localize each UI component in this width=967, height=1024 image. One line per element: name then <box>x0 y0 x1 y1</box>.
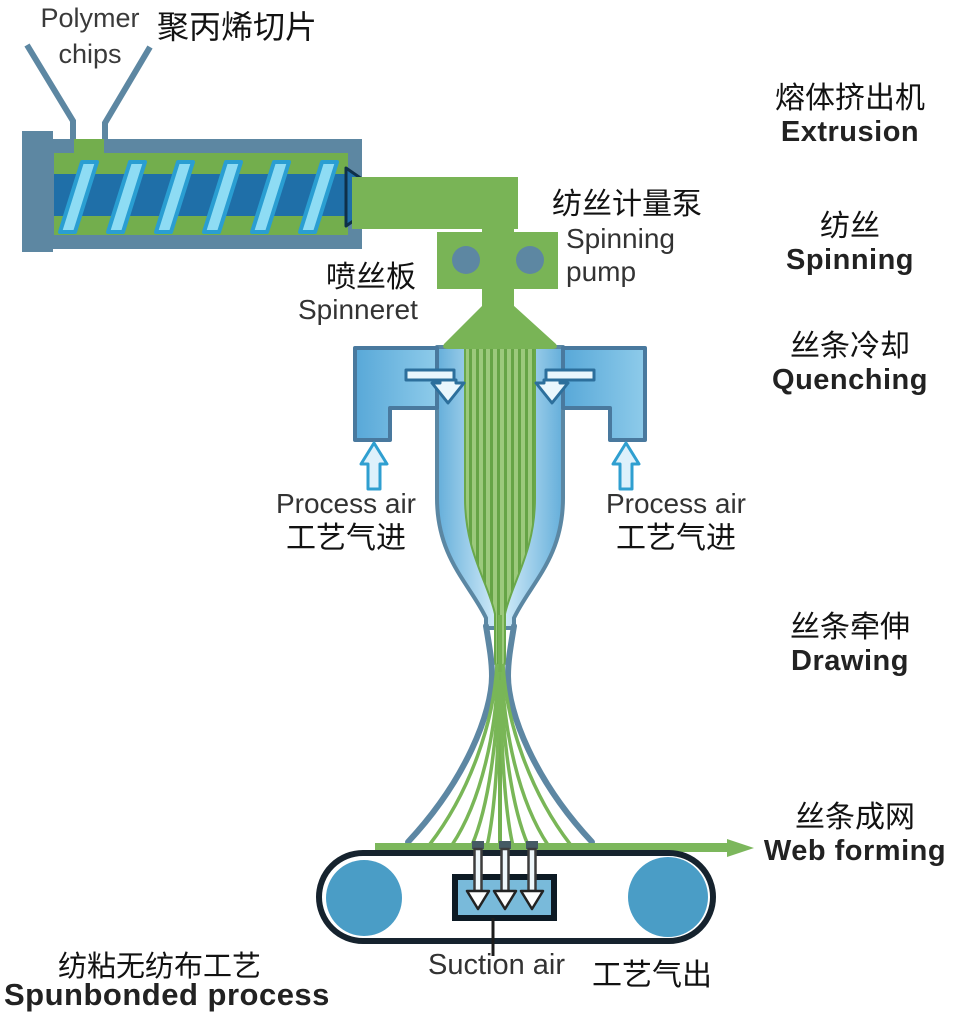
web-line <box>375 843 727 852</box>
pump-gear-right-icon <box>516 246 544 274</box>
extruder <box>22 43 390 252</box>
hopper-right-wall-icon <box>102 45 153 141</box>
screw-flights <box>58 160 339 234</box>
process-air-right-label: Process air 工艺气进 <box>586 487 766 558</box>
stage-label-spinning: 纺丝 Spinning <box>740 210 960 276</box>
quench-block-left <box>353 346 439 442</box>
process-air-left-en: Process air <box>275 488 417 519</box>
stage-drawing-cn: 丝条牵伸 <box>790 611 910 644</box>
spinning-pump-label: 纺丝计量泵 Spinning pump <box>552 188 716 288</box>
stage-web-forming-en: Web forming <box>763 835 947 867</box>
stage-spinning-cn: 纺丝 <box>820 210 880 243</box>
web-forming-assembly <box>316 839 754 956</box>
polymer-chips-label: Polymer chips <box>40 3 140 69</box>
pump-gear-left-icon <box>452 246 480 274</box>
spunbonded-process-cn-label: 纺粘无纺布工艺 <box>58 951 262 983</box>
filament-fan <box>428 615 572 847</box>
stage-web-forming-cn: 丝条成网 <box>795 801 915 834</box>
process-air-left-label: Process air 工艺气进 <box>256 487 436 558</box>
venturi-wall-right <box>504 623 595 845</box>
belt-roller-left <box>326 860 402 936</box>
suction-air-en-label: Suction air <box>428 949 566 981</box>
web-direction-arrow-icon <box>727 839 754 857</box>
stage-label-extrusion: 熔体挤出机 Extrusion <box>740 82 960 148</box>
spinneret-en-label: Spinneret <box>298 294 418 325</box>
belt-roller-right <box>628 857 708 937</box>
stage-extrusion-cn: 熔体挤出机 <box>775 82 925 115</box>
venturi-wall-left <box>405 623 496 845</box>
stage-extrusion-en: Extrusion <box>780 116 920 148</box>
quench-block-right <box>561 346 647 442</box>
quench-chamber <box>353 289 647 668</box>
stage-label-web-forming: 丝条成网 Web forming <box>745 801 965 867</box>
stage-quenching-cn: 丝条冷却 <box>790 330 910 363</box>
process-air-up-arrow-left-icon <box>359 441 389 491</box>
stage-label-drawing: 丝条牵伸 Drawing <box>740 611 960 677</box>
spinning-pump-cn-label: 纺丝计量泵 <box>552 188 702 221</box>
process-air-right-cn: 工艺气进 <box>616 522 736 555</box>
spinneret-flare <box>443 289 557 349</box>
process-air-up-arrow-right-icon <box>611 441 641 491</box>
suction-arrows-icon <box>465 841 545 911</box>
quench-air-down-arrow-right-icon <box>534 368 596 405</box>
hopper-left-wall-icon <box>24 43 76 141</box>
process-air-left-cn: 工艺气进 <box>286 522 406 555</box>
polypropylene-chips-cn-label: 聚丙烯切片 <box>157 9 318 45</box>
stage-spinning-en: Spinning <box>785 244 915 276</box>
feed-opening <box>74 139 104 156</box>
suction-air-cn-label: 工艺气出 <box>592 959 712 992</box>
spinneret-cn-label: 喷丝板 <box>326 261 416 294</box>
spunbonded-process-en-label: Spunbonded process <box>4 977 330 1012</box>
stage-label-quenching: 丝条冷却 Quenching <box>740 330 960 396</box>
drawing-zone <box>405 615 595 847</box>
process-air-right-en: Process air <box>605 488 747 519</box>
spinning-pump <box>437 232 558 289</box>
spinning-pump-en-label: Spinning pump <box>566 223 675 287</box>
screw-shaft <box>54 174 348 216</box>
quench-air-down-arrow-left-icon <box>404 368 466 405</box>
stage-quenching-en: Quenching <box>772 364 928 396</box>
stage-drawing-en: Drawing <box>791 645 909 677</box>
